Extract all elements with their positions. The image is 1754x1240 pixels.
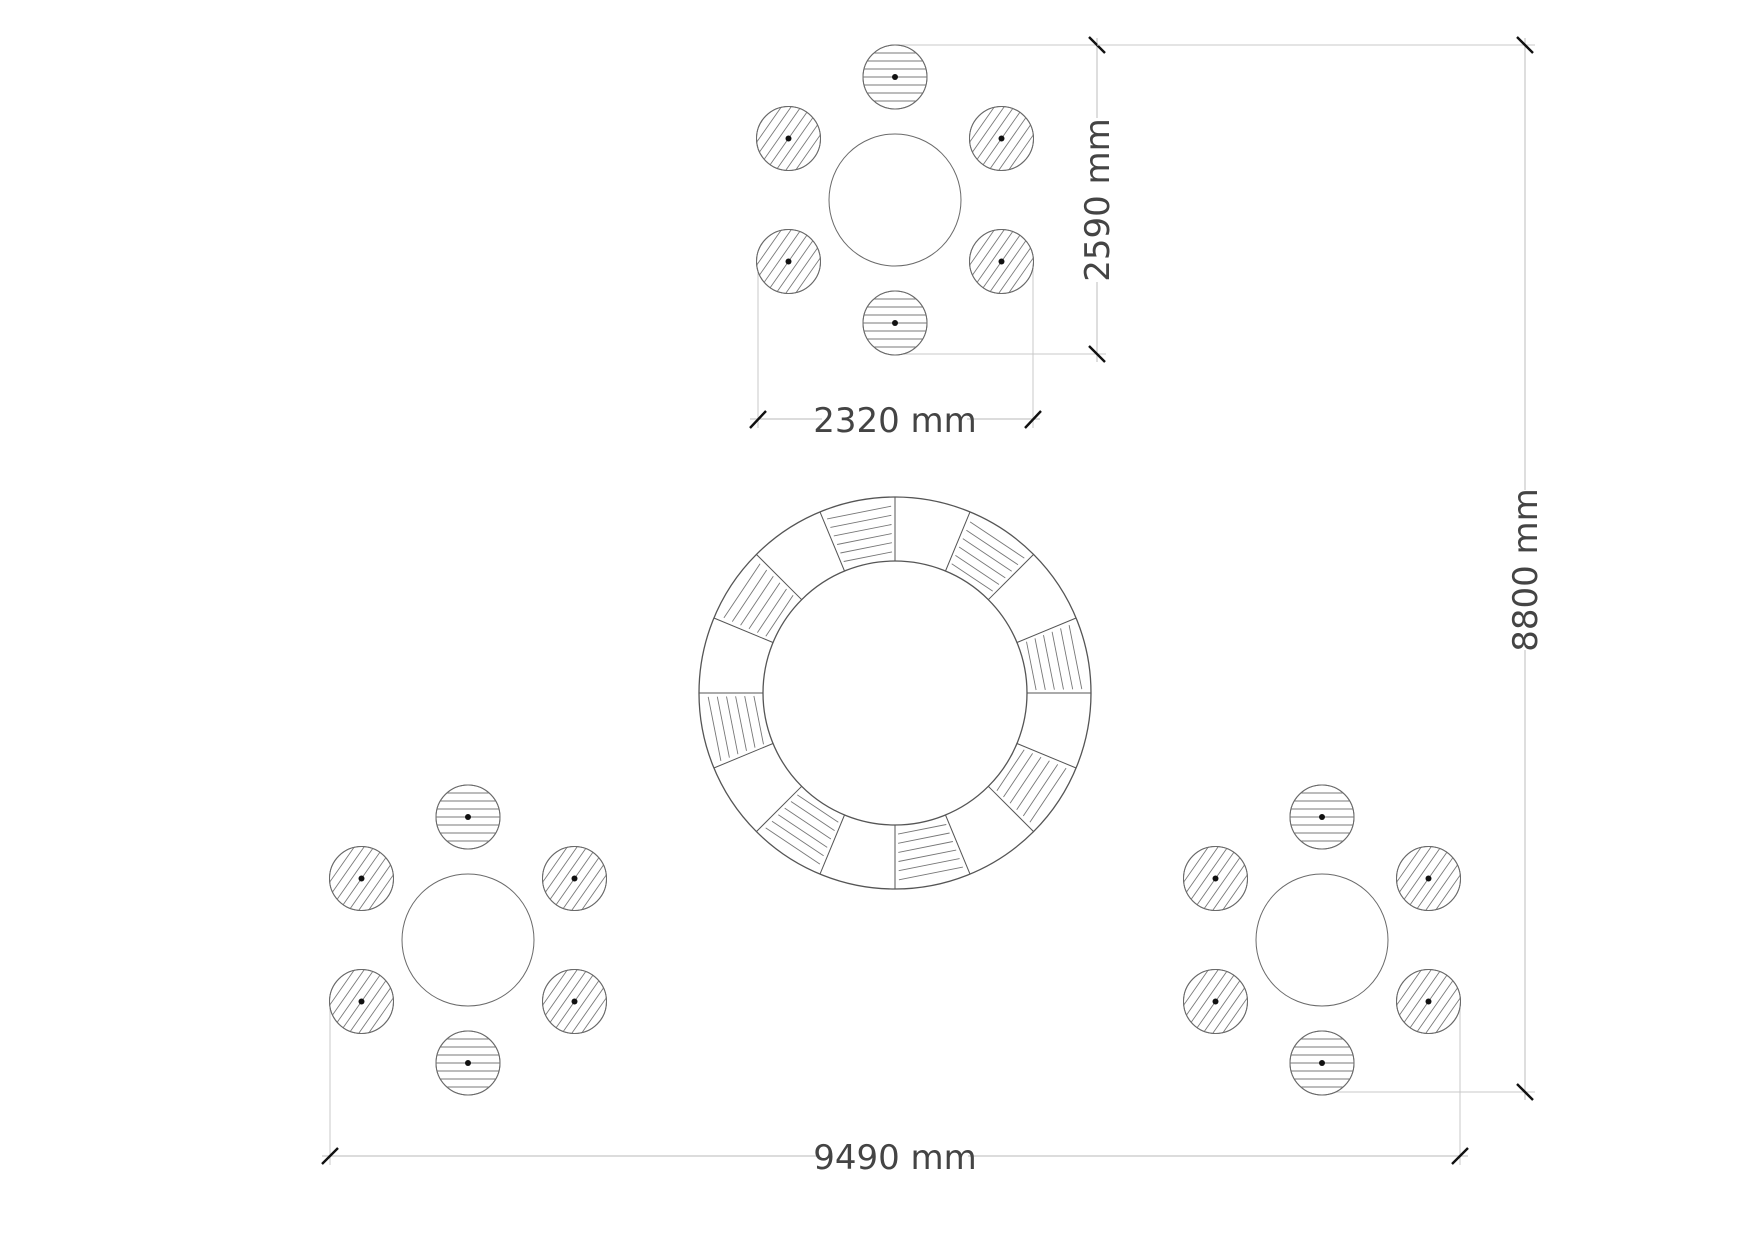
bench-slat-segment [827,505,893,562]
bench-slat-segment [1026,625,1083,691]
table-group [329,784,607,1096]
table-groups [329,44,1461,1096]
stool [862,290,928,356]
stool [542,969,607,1034]
stool [756,229,821,294]
stool [1183,846,1248,911]
table-group [1183,784,1461,1096]
round-table [401,873,535,1007]
stool [435,1030,501,1096]
stool [329,846,394,911]
stool [435,784,501,850]
stool [329,969,394,1034]
ring-bench [698,496,1092,890]
dimension-label-top-height: 2590 mm [1078,118,1118,282]
stool [1289,1030,1355,1096]
dimension-label-top-width: 2320 mm [813,401,977,441]
bench-slat-segment [897,824,963,881]
round-table [828,133,962,267]
bench-slat-segment [707,695,764,761]
stool [969,106,1034,171]
round-table [1255,873,1389,1007]
stool [756,106,821,171]
stool [542,846,607,911]
bench-slat-segment [996,749,1067,823]
stool [969,229,1034,294]
dimension-label-overall-width: 9490 mm [813,1138,977,1178]
stool [1289,784,1355,850]
stool [862,44,928,110]
bench-slat-segment [723,563,794,637]
dimension-lines [321,36,1535,1165]
table-group [756,44,1034,356]
stool [1396,846,1461,911]
stool [1396,969,1461,1034]
bench-slat-segment [765,794,839,865]
dimension-label-overall-height: 8800 mm [1506,488,1546,652]
bench-slat-segment [951,521,1025,592]
stool [1183,969,1248,1034]
